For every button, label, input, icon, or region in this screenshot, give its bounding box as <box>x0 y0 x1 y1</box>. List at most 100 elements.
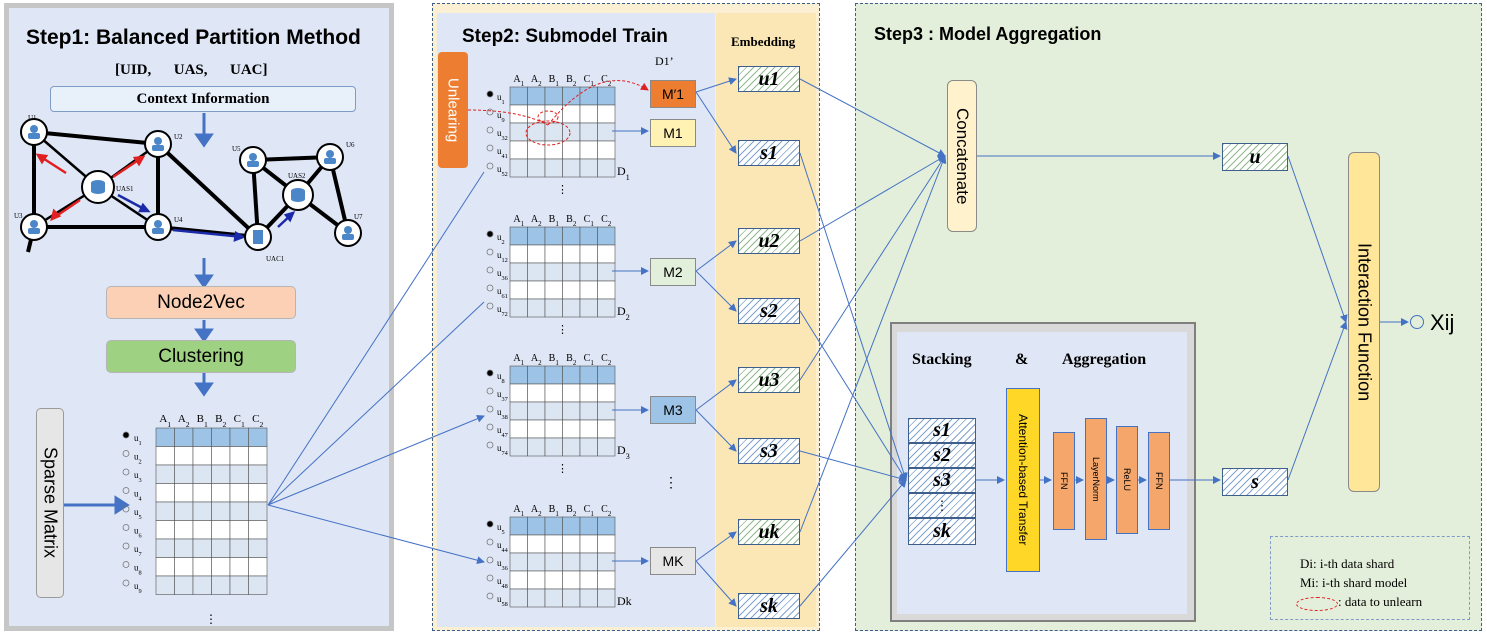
shard-col-label: C1 <box>584 504 595 518</box>
legend-box <box>1270 536 1470 620</box>
shard-cell <box>597 588 616 608</box>
shard-cell <box>579 401 598 421</box>
clustering-box: Clustering <box>106 340 296 373</box>
shard-cell <box>579 140 598 160</box>
shard-cell <box>509 534 528 554</box>
shard-row-label: u48 <box>497 576 508 590</box>
matrix-row-label: u1 <box>134 433 142 447</box>
user-icon <box>486 574 494 582</box>
shard-col-label: B2 <box>566 74 577 88</box>
matrix-cell <box>248 501 268 521</box>
user-icon <box>486 556 494 564</box>
shard-cell <box>527 419 546 439</box>
shard-row-label: u12 <box>497 250 508 264</box>
shard-cell <box>562 86 581 106</box>
step3-title: Step3 : Model Aggregation <box>874 24 1102 44</box>
shard-cell <box>509 298 528 318</box>
stacking-label: Stacking <box>912 351 972 368</box>
shard-cell <box>562 516 581 536</box>
shard-cell <box>579 419 598 439</box>
amp-label: & <box>1015 351 1029 368</box>
shard-cell <box>509 244 528 264</box>
user-icon <box>486 126 494 134</box>
shard-cell <box>597 86 616 106</box>
user-icon <box>486 592 494 600</box>
shard-cell <box>597 365 616 385</box>
unlearning-box: Unlearing <box>438 52 468 168</box>
model-m3: M3 <box>650 396 696 424</box>
shard-cell <box>597 298 616 318</box>
output-label: Xij <box>1430 310 1455 335</box>
shard-cell <box>597 122 616 142</box>
shard-cell <box>509 570 528 590</box>
shard-cell <box>579 86 598 106</box>
concatenate-box: Concatenate <box>947 80 977 232</box>
user-icon <box>486 266 494 274</box>
matrix-cell <box>248 538 268 558</box>
matrix-cell <box>248 557 268 577</box>
matrix-cell <box>211 427 231 447</box>
shard-cell <box>544 570 563 590</box>
matrix-cell <box>248 520 268 540</box>
stack-s3: s3 <box>908 468 976 493</box>
user-icon <box>486 230 494 238</box>
shard-cell <box>544 437 563 457</box>
user-icon <box>486 108 494 116</box>
matrix-cell <box>211 520 231 540</box>
shard-row-label: u37 <box>497 389 508 403</box>
shard-cell <box>562 401 581 421</box>
shard-cell <box>544 534 563 554</box>
shard-cell <box>597 244 616 264</box>
shard-col-label: B1 <box>549 353 560 367</box>
shard-cell <box>527 226 546 246</box>
shard-cell <box>562 570 581 590</box>
matrix-row-label: u3 <box>134 470 142 484</box>
graph-label: U6 <box>346 141 355 149</box>
user-icon <box>122 505 130 513</box>
matrix-row-label: u4 <box>134 489 143 503</box>
shard-col-label: A1 <box>513 504 524 518</box>
shard-cell <box>509 262 528 282</box>
matrix-cell <box>211 575 231 595</box>
matrix-cell <box>155 483 175 503</box>
shard-row-label: u72 <box>497 304 508 318</box>
matrix-cell <box>192 464 212 484</box>
shard-cell <box>597 437 616 457</box>
shard-cell <box>579 516 598 536</box>
user-icon <box>486 441 494 449</box>
shard-col-label: C2 <box>601 74 612 88</box>
shard-cell <box>544 588 563 608</box>
matrix-row-label: u6 <box>134 526 142 540</box>
shard-cell <box>597 401 616 421</box>
shard-col-label: B1 <box>549 74 560 88</box>
shard-cell <box>527 104 546 124</box>
matrix-col-label: C1 <box>234 413 245 429</box>
shard-cell <box>527 280 546 300</box>
shard-cell <box>579 570 598 590</box>
embedding-sk: sk <box>738 593 800 619</box>
shard-row-label: u1 <box>497 92 505 106</box>
user-icon <box>122 468 130 476</box>
shard-cell <box>597 226 616 246</box>
shard-col-label: A2 <box>531 74 542 88</box>
matrix-cell <box>174 464 194 484</box>
shard-row-label: u8 <box>497 371 505 385</box>
matrix-cell <box>229 501 249 521</box>
user-icon <box>486 144 494 152</box>
ffn2-box: FFN <box>1148 432 1170 530</box>
model-m1: M1 <box>650 119 696 147</box>
embedding-s2: s2 <box>738 298 800 324</box>
shard-cell <box>562 280 581 300</box>
matrix-row-label: u8 <box>134 563 142 577</box>
step2-title: Step2: Submodel Train <box>462 26 668 47</box>
shard-cell <box>579 298 598 318</box>
stack-sk: sk <box>908 518 976 545</box>
shard-col-label: A1 <box>513 74 524 88</box>
shard-cell <box>527 437 546 457</box>
matrix-cell <box>211 557 231 577</box>
shard-cell <box>509 588 528 608</box>
shard-col-label: C1 <box>584 353 595 367</box>
attention-transfer-box: Attention-based Transfer <box>1006 388 1040 572</box>
